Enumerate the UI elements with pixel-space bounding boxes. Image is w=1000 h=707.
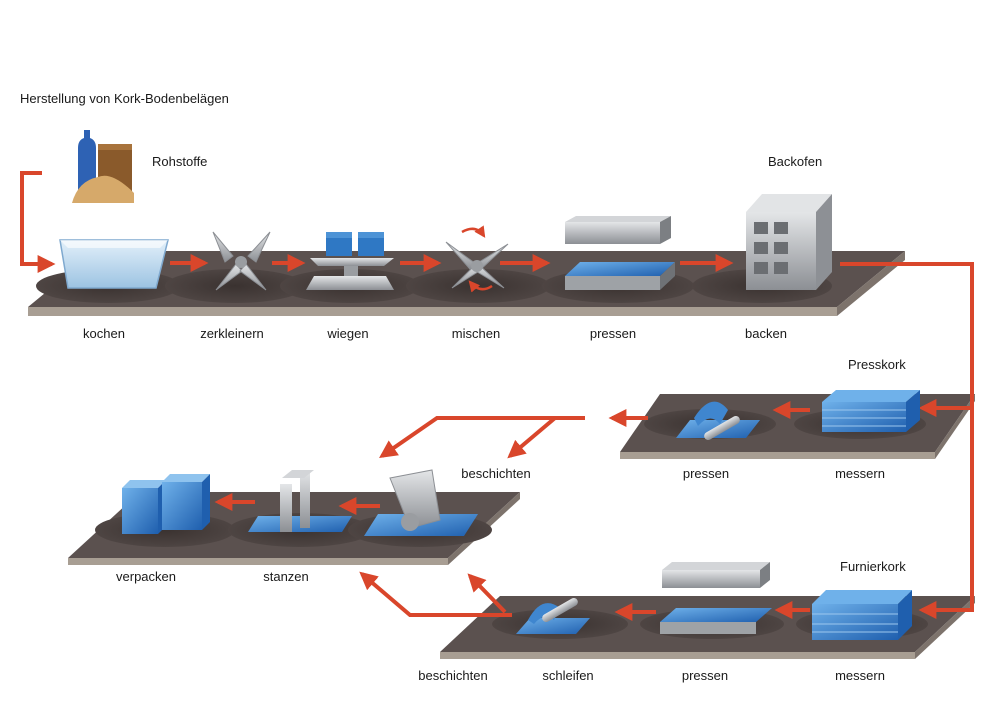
- step-zerkleinern: zerkleinern: [200, 326, 264, 341]
- step-beschichten-row3: beschichten: [461, 466, 531, 481]
- step-backen: backen: [745, 326, 787, 341]
- arrow-schleifen-up: [359, 571, 512, 617]
- arrow-to-beschichten-row3b: [507, 416, 557, 459]
- cork-stack-furnierkork: [812, 590, 912, 640]
- step-kochen: kochen: [83, 326, 125, 341]
- arrow-to-beschichten-row3: [379, 416, 585, 459]
- label-rohstoffe: Rohstoffe: [152, 154, 208, 169]
- step-messern-row2: messern: [835, 466, 885, 481]
- label-backofen: Backofen: [768, 154, 823, 169]
- step-schleifen: schleifen: [542, 668, 594, 683]
- scale-icon: [306, 232, 394, 290]
- step-mischen: mischen: [451, 326, 501, 341]
- cork-stack-presskork: [822, 390, 920, 432]
- step-messern-row4: messern: [835, 668, 885, 683]
- press-icon: [565, 216, 675, 290]
- grinding-roller-icon: [516, 598, 590, 634]
- mix-arrow-top: [461, 225, 486, 238]
- coating-hopper-icon: [364, 469, 478, 536]
- cooking-tub-icon: [59, 239, 169, 289]
- mix-arrow-bottom: [468, 280, 493, 293]
- mixer-icon: [445, 241, 509, 289]
- step-wiegen: wiegen: [327, 326, 369, 341]
- pressing-roller-icon-row2: [676, 401, 760, 440]
- arrow-schleifen-up-b: [467, 573, 507, 614]
- arrow-backen-down: [840, 262, 974, 619]
- step-beschichten-row4: beschichten: [418, 668, 488, 683]
- flow-arrows: [20, 171, 974, 621]
- platform-row2: [620, 394, 975, 459]
- diagram-title: Herstellung von Kork-Bodenbelägen: [20, 91, 229, 106]
- oven-icon: [746, 194, 832, 290]
- step-pressen-row2: pressen: [682, 466, 730, 481]
- step-pressen-row1: pressen: [589, 326, 637, 341]
- label-presskork: Presskork: [848, 357, 906, 372]
- step-stanzen: stanzen: [263, 569, 309, 584]
- raw-materials-icon: [72, 130, 134, 203]
- step-pressen-row4: pressen: [681, 668, 729, 683]
- punching-machine-icon: [248, 470, 352, 532]
- arrow-rohstoffe-to-kochen: [20, 171, 56, 273]
- cork-boxes-packed: [122, 474, 210, 534]
- press-icon-row4: [660, 562, 772, 634]
- label-furnierkork: Furnierkork: [840, 559, 906, 574]
- shredder-icon: [212, 231, 271, 291]
- step-verpacken: verpacken: [116, 569, 176, 584]
